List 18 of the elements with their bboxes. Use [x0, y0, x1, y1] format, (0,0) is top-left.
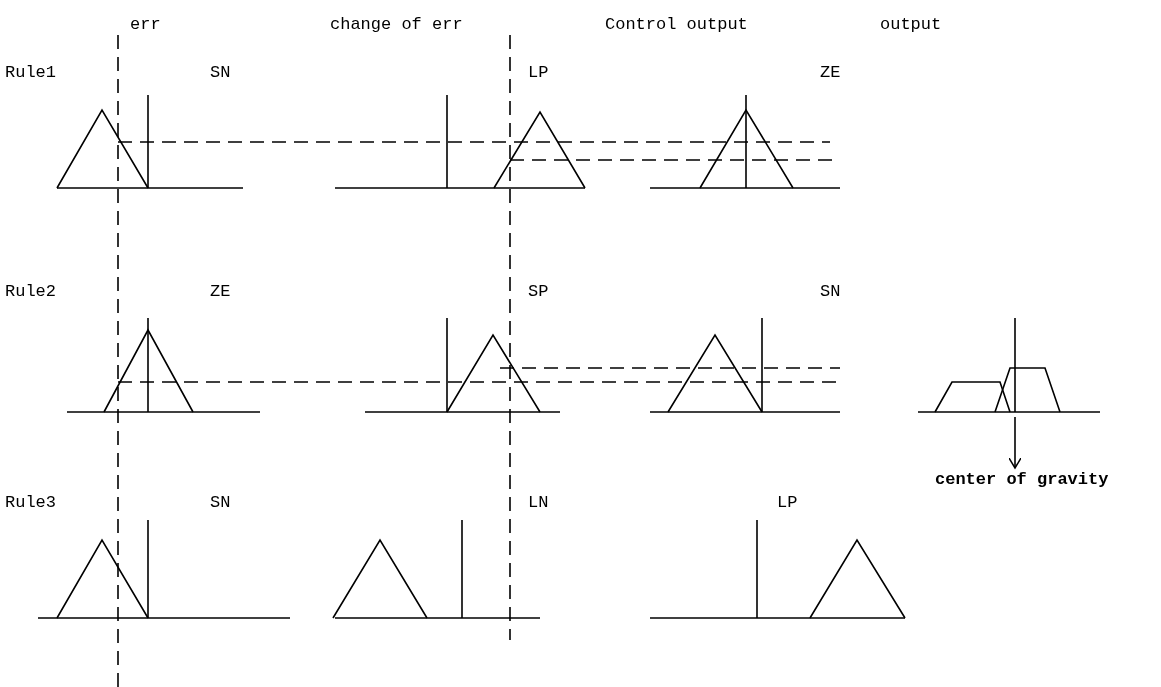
- rule-label: Rule3: [5, 493, 56, 513]
- arrow: [1008, 416, 1022, 469]
- set-label: ZE: [820, 63, 841, 83]
- set-label: SP: [528, 282, 549, 302]
- set-label: SN: [210, 493, 231, 513]
- set-label: LP: [528, 63, 549, 83]
- set-label: SN: [210, 63, 231, 83]
- column-heading: Control output: [605, 15, 748, 35]
- column-heading: change of err: [330, 15, 463, 35]
- result-label: center of gravity: [935, 470, 1109, 490]
- column-heading: err: [130, 15, 161, 35]
- set-label: LP: [777, 493, 798, 513]
- set-label: LN: [528, 493, 549, 513]
- set-label: ZE: [210, 282, 231, 302]
- set-label: SN: [820, 282, 841, 302]
- rule-label: Rule1: [5, 63, 56, 83]
- column-heading: output: [880, 15, 942, 35]
- rule-label: Rule2: [5, 282, 56, 302]
